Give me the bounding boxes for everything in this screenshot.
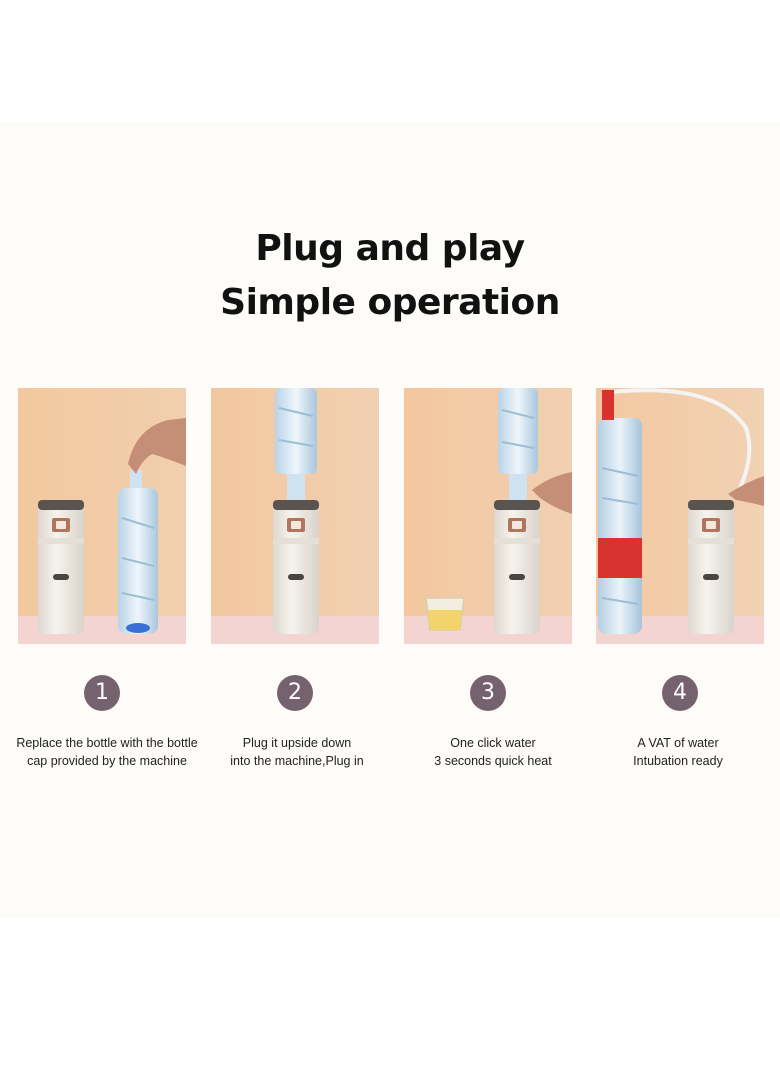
step-1-photo bbox=[18, 388, 186, 644]
step-1-badge: 1 bbox=[84, 675, 120, 711]
inverted-bottle-illustration bbox=[275, 388, 317, 500]
step-4-caption-line-1: A VAT of water bbox=[637, 736, 719, 750]
step-2-caption: Plug it upside down into the machine,Plu… bbox=[202, 734, 392, 770]
dispenser-illustration bbox=[688, 500, 734, 634]
step-4-caption-line-2: Intubation ready bbox=[633, 754, 723, 768]
step-3-caption-line-2: 3 seconds quick heat bbox=[434, 754, 552, 768]
step-2-caption-line-2: into the machine,Plug in bbox=[230, 754, 364, 768]
step-4-caption: A VAT of water Intubation ready bbox=[583, 734, 773, 770]
step-3-card bbox=[404, 388, 572, 644]
dispenser-illustration bbox=[38, 500, 84, 634]
large-water-jug-illustration bbox=[598, 390, 642, 634]
dispenser-illustration bbox=[273, 500, 319, 634]
step-3-badge: 3 bbox=[470, 675, 506, 711]
step-1-card bbox=[18, 388, 186, 644]
step-3-caption: One click water 3 seconds quick heat bbox=[398, 734, 588, 770]
tea-cup-illustration bbox=[425, 597, 465, 631]
step-3-photo bbox=[404, 388, 572, 644]
headline-line-1: Plug and play bbox=[255, 228, 525, 269]
step-4-badge: 4 bbox=[662, 675, 698, 711]
water-bottle-illustration bbox=[118, 470, 158, 634]
step-2-badge: 2 bbox=[277, 675, 313, 711]
step-2-caption-line-1: Plug it upside down bbox=[242, 736, 352, 750]
step-4-card bbox=[596, 388, 764, 644]
step-1-caption: Replace the bottle with the bottle cap p… bbox=[12, 734, 202, 770]
step-4-photo bbox=[596, 388, 764, 644]
step-2-card bbox=[211, 388, 379, 644]
step-1-caption-line-2: cap provided by the machine bbox=[27, 754, 187, 768]
headline-line-2: Simple operation bbox=[220, 282, 560, 323]
dispenser-illustration bbox=[494, 500, 540, 634]
step-3-caption-line-1: One click water bbox=[450, 736, 536, 750]
inverted-bottle-illustration bbox=[498, 388, 538, 500]
step-2-photo bbox=[211, 388, 379, 644]
step-1-caption-line-1: Replace the bottle with the bottle bbox=[16, 736, 198, 750]
